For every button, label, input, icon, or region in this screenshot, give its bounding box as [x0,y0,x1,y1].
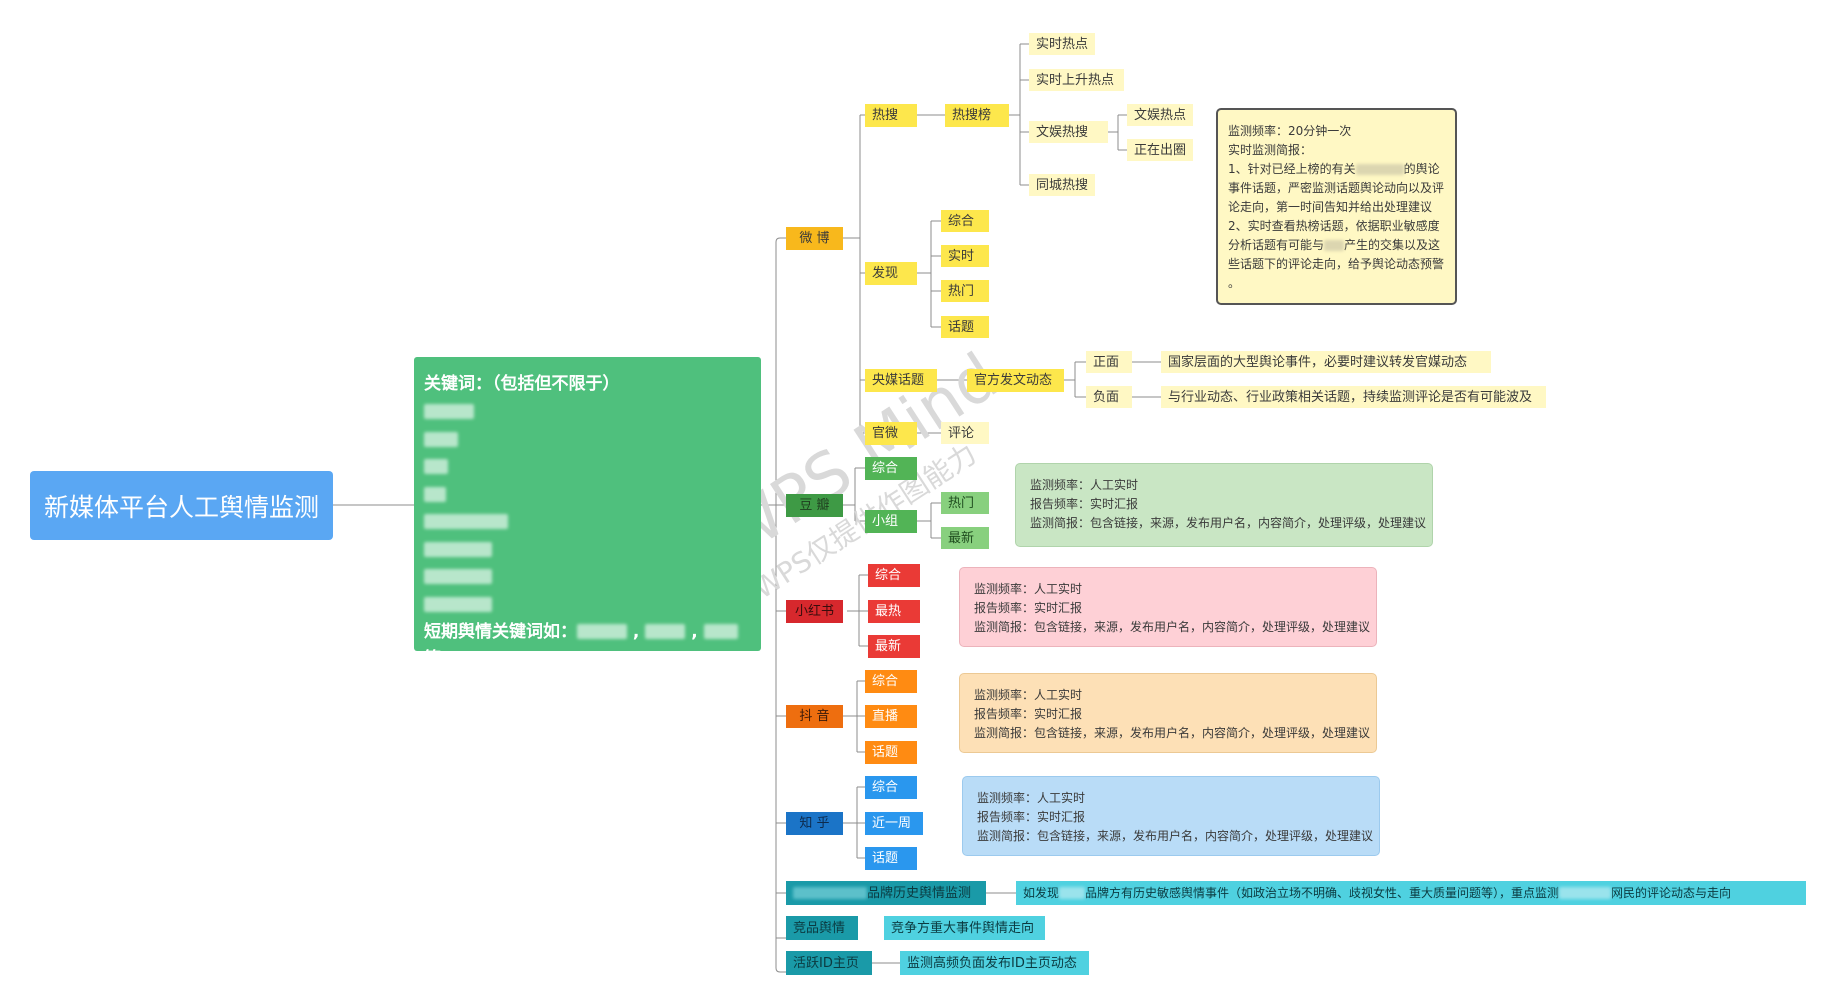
breaking-out[interactable]: 正在出圈 [1127,139,1193,161]
xiaohongshu-node[interactable]: 小红书 [786,600,843,623]
douban-node[interactable]: 豆 瓣 [786,494,843,517]
note-line: 报告频率：实时汇报 [977,810,1086,824]
official-weibo[interactable]: 官微 [865,422,917,445]
cctv-topic[interactable]: 央媒话题 [865,369,937,392]
douban-monitor-note: 监测频率：人工实时 报告频率：实时汇报 监测简报：包含链接，来源，发布用户名，内… [1015,463,1433,547]
xiaohongshu-monitor-note: 监测频率：人工实时 报告频率：实时汇报 监测简报：包含链接，来源，发布用户名，内… [959,567,1377,647]
competitor-node[interactable]: 竞品舆情 [786,916,858,940]
entertainment-hotspot[interactable]: 文娱热点 [1127,104,1193,126]
note-line: 2、实时查看热榜话题，依据职业敏感度 [1228,219,1440,233]
douyin-general[interactable]: 综合 [865,670,917,693]
douyin-node[interactable]: 抖 音 [786,705,843,728]
note-line: 报告频率：实时汇报 [1030,497,1139,511]
brand-history-desc[interactable]: 如发现品牌方有历史敏感舆情事件（如政治立场不明确、歧视女性、重大质量问题等），重… [1016,881,1806,905]
keywords-title: 关键词：（包括但不限于） [424,374,620,394]
note-line: 分析话题有可能与产生的交集以及这 [1228,238,1441,252]
weibo-hot-list[interactable]: 热搜榜 [945,104,1009,127]
douban-latest[interactable]: 最新 [941,527,989,549]
note-line: 实时监测简报： [1228,143,1313,157]
competitor-desc[interactable]: 竞争方重大事件舆情走向 [884,916,1045,940]
xhs-hottest[interactable]: 最热 [868,600,920,623]
zhihu-recent-week[interactable]: 近一周 [865,812,923,835]
note-line: 些话题下的评论走向，给予舆论动态预警 [1228,257,1445,271]
keyword-item [424,481,751,509]
weibo-node[interactable]: 微 博 [786,227,843,250]
realtime-hot[interactable]: 实时热点 [1029,33,1095,55]
douban-popular[interactable]: 热门 [941,492,989,514]
official-weibo-comment[interactable]: 评论 [941,422,989,444]
city-hot-search[interactable]: 同城热搜 [1029,174,1095,196]
keyword-item [424,536,751,564]
official-post[interactable]: 官方发文动态 [967,369,1064,392]
keyword-item [424,509,751,537]
keyword-item [424,399,751,427]
note-line: 监测频率：20分钟一次 [1228,124,1352,138]
douyin-live[interactable]: 直播 [865,705,917,728]
note-line: 报告频率：实时汇报 [974,601,1083,615]
note-line: 监测简报：包含链接，来源，发布用户名，内容简介，处理评级，处理建议 [977,829,1374,843]
keywords-panel[interactable]: 关键词：（包括但不限于） 短期舆情关键词如： , , 等 [414,357,761,669]
note-line: 监测频率：人工实时 [977,791,1086,805]
positive-node[interactable]: 正面 [1086,351,1132,373]
root-node[interactable]: 新媒体平台人工舆情监测 [30,471,333,540]
douban-general[interactable]: 综合 [865,457,917,480]
note-line: 监测简报：包含链接，来源，发布用户名，内容简介，处理评级，处理建议 [974,620,1371,634]
entertainment-hot-search[interactable]: 文娱热搜 [1029,121,1108,143]
note-line: 监测简报：包含链接，来源，发布用户名，内容简介，处理评级，处理建议 [974,726,1371,740]
discover-general[interactable]: 综合 [941,210,989,232]
active-id-node[interactable]: 活跃ID主页 [786,951,872,975]
active-id-desc[interactable]: 监测高频负面发布ID主页动态 [900,951,1089,975]
zhihu-general[interactable]: 综合 [865,776,917,799]
douyin-topics[interactable]: 话题 [865,741,917,764]
zhihu-topics[interactable]: 话题 [865,847,917,870]
keyword-item [424,564,751,592]
weibo-hot-search[interactable]: 热搜 [865,104,917,127]
note-line: 监测频率：人工实时 [1030,478,1139,492]
positive-desc[interactable]: 国家层面的大型舆论事件，必要时建议转发官媒动态 [1161,351,1491,373]
note-line: 论走向，第一时间告知并给出处理建议 [1228,200,1433,214]
keyword-item [424,454,751,482]
xhs-latest[interactable]: 最新 [868,635,920,658]
keyword-item [424,591,751,619]
short-term-keywords: 短期舆情关键词如： , , 等 [424,619,751,669]
xhs-general[interactable]: 综合 [868,564,920,587]
note-line: 1、针对已经上榜的有关的舆论 [1228,162,1440,176]
discover-realtime[interactable]: 实时 [941,245,989,267]
zhihu-monitor-note: 监测频率：人工实时 报告频率：实时汇报 监测简报：包含链接，来源，发布用户名，内… [962,776,1380,856]
zhihu-node[interactable]: 知 乎 [786,812,843,835]
negative-desc[interactable]: 与行业动态、行业政策相关话题，持续监测评论是否有可能波及 [1161,386,1546,408]
discover-topics[interactable]: 话题 [941,316,989,338]
weibo-monitor-note: 监测频率：20分钟一次 实时监测简报： 1、针对已经上榜的有关的舆论 事件话题，… [1216,108,1457,305]
brand-history-node[interactable]: 品牌历史舆情监测 [786,881,986,905]
note-line: 监测简报：包含链接，来源，发布用户名，内容简介，处理评级，处理建议 [1030,516,1427,530]
discover-popular[interactable]: 热门 [941,280,989,302]
note-line: 监测频率：人工实时 [974,582,1083,596]
douyin-monitor-note: 监测频率：人工实时 报告频率：实时汇报 监测简报：包含链接，来源，发布用户名，内… [959,673,1377,753]
rising-hot[interactable]: 实时上升热点 [1029,69,1124,91]
note-line: 报告频率：实时汇报 [974,707,1083,721]
note-line: 。 [1228,276,1241,290]
note-line: 事件话题，严密监测话题舆论动向以及评 [1228,181,1445,195]
keyword-item [424,426,751,454]
note-line: 监测频率：人工实时 [974,688,1083,702]
douban-group[interactable]: 小组 [865,510,917,533]
negative-node[interactable]: 负面 [1086,386,1132,408]
weibo-discover[interactable]: 发现 [865,262,917,285]
